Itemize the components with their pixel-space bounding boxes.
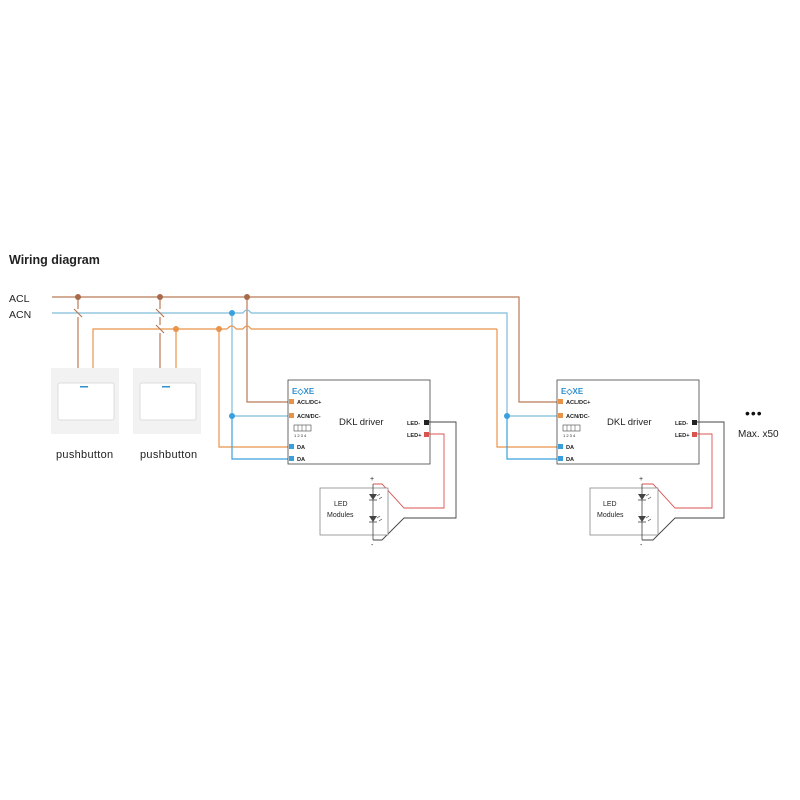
indicator-icon <box>162 386 170 388</box>
svg-text:LED: LED <box>334 501 348 508</box>
diagram-title: Wiring diagram <box>9 253 100 267</box>
svg-text:1 2 3 4: 1 2 3 4 <box>563 433 576 438</box>
led-plus-wire-1 <box>373 433 445 509</box>
led-plus-wire-2 <box>642 433 713 509</box>
junction-dot <box>244 294 250 300</box>
svg-text:ACL/DC+: ACL/DC+ <box>297 400 322 406</box>
pushbutton-2 <box>133 368 201 434</box>
svg-text:Modules: Modules <box>597 512 624 519</box>
junction-dot <box>229 310 235 316</box>
junction-dot <box>229 413 235 419</box>
acn-crossing-hop <box>242 309 252 314</box>
junction-dot <box>504 413 510 419</box>
svg-text:DA: DA <box>297 445 305 451</box>
led-minus-wire-2 <box>642 421 725 541</box>
led-diode-icon <box>638 494 646 500</box>
exe-logo: E◇XE <box>561 387 584 396</box>
pushbutton-2-label: pushbutton <box>140 449 197 461</box>
led-diode-icon <box>369 494 377 500</box>
pushbutton-1-label: pushbutton <box>56 449 113 461</box>
acl-drop-driver-1 <box>246 297 288 403</box>
svg-text:+: + <box>370 476 374 483</box>
more-dots-icon: ••• <box>745 405 763 421</box>
junction-dot <box>173 326 179 332</box>
acl-wire <box>52 296 557 403</box>
indicator-icon <box>80 386 88 388</box>
da-orange-drop-2 <box>496 329 557 448</box>
svg-text:-: - <box>371 542 374 549</box>
svg-text:+: + <box>639 476 643 483</box>
da-blue-drop-1 <box>231 416 288 460</box>
svg-text:LED+: LED+ <box>407 433 422 439</box>
junction-dot <box>216 326 222 332</box>
svg-text:LED-: LED- <box>675 421 688 427</box>
led-minus-wire-1 <box>373 421 457 541</box>
svg-text:-: - <box>640 542 643 549</box>
svg-text:Modules: Modules <box>327 512 354 519</box>
svg-text:DA: DA <box>566 445 574 451</box>
da-blue-drop-2 <box>506 416 557 460</box>
dkl-driver-1: E◇XE DKL driver ACL/DC+ ACN/DC- 1 2 3 4 … <box>287 379 431 465</box>
dip-switch-icon <box>562 424 581 432</box>
max-count-label: Max. x50 <box>738 429 779 440</box>
svg-text:ACN/DC-: ACN/DC- <box>566 414 590 420</box>
led-modules-2: LED Modules <box>589 484 659 540</box>
svg-text:ACL/DC+: ACL/DC+ <box>566 400 591 406</box>
svg-text:LED-: LED- <box>407 421 420 427</box>
led-diode-icon <box>638 516 646 522</box>
acl-label: ACL <box>9 293 30 305</box>
acn-wire <box>52 312 557 417</box>
svg-text:DA: DA <box>297 457 305 463</box>
exe-logo: E◇XE <box>292 387 315 396</box>
svg-text:LED+: LED+ <box>675 433 690 439</box>
svg-text:DA: DA <box>566 457 574 463</box>
svg-text:LED: LED <box>603 501 617 508</box>
da-hop-2 <box>242 325 252 330</box>
junction-dot <box>75 294 81 300</box>
dkl-driver-2: E◇XE DKL driver ACL/DC+ ACN/DC- 1 2 3 4 … <box>556 379 700 465</box>
dip-switch-icon <box>293 424 312 432</box>
led-modules-1: LED Modules <box>319 484 389 540</box>
pushbutton-1 <box>51 368 119 434</box>
acn-label: ACN <box>9 309 31 321</box>
pb1-switched-wire <box>92 328 176 368</box>
driver-1-name: DKL driver <box>339 417 384 428</box>
driver-2-name: DKL driver <box>607 417 652 428</box>
svg-text:ACN/DC-: ACN/DC- <box>297 414 321 420</box>
svg-text:1 2 3 4: 1 2 3 4 <box>294 433 307 438</box>
pb1-hop <box>73 308 83 318</box>
led-diode-icon <box>369 516 377 522</box>
junction-dot <box>157 294 163 300</box>
pb2-hop-acn <box>155 308 165 318</box>
da-hop-1 <box>226 325 237 330</box>
pb2-hop-da <box>155 324 165 334</box>
da-orange-drop-1 <box>218 329 288 448</box>
